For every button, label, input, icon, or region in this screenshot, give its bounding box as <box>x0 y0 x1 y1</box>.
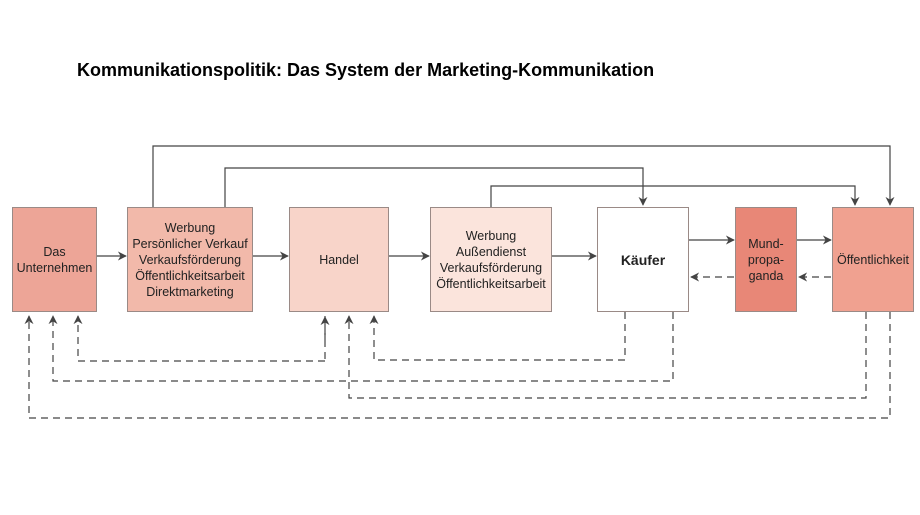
node-instrumente-line: Persönlicher Verkauf <box>132 236 248 251</box>
feedback-oeffentlichkeit-to-unternehmen <box>24 312 891 419</box>
bypass-instrumente-to-kaeufer <box>224 167 648 207</box>
node-instrumente-line: Verkaufsförderung <box>138 252 242 267</box>
node-oeffentlichkeit: Öffentlichkeit <box>832 207 914 312</box>
node-handel-line: Handel <box>319 252 359 267</box>
node-handel-label: Handel <box>319 252 359 268</box>
feedback-kaeufer-to-handel <box>369 312 626 361</box>
node-mundpropaganda-line: Mund- <box>748 236 784 251</box>
feedback-oeffentlichkeit-to-handel <box>344 312 867 399</box>
node-mundpropaganda-line: propa- <box>747 252 785 267</box>
node-kaeufer-line: Käufer <box>620 251 666 268</box>
node-unternehmen-line: Unternehmen <box>16 260 93 275</box>
node-handel: Handel <box>289 207 389 312</box>
node-instrumente-line: Direktmarketing <box>146 284 234 299</box>
feedback-handel-to-unternehmen <box>78 316 326 362</box>
bypass-instrumente-to-oeffentlichkeit <box>152 145 895 207</box>
node-mundpropaganda-line: ganda <box>748 268 784 283</box>
diagram-title: Kommunikationspolitik: Das System der Ma… <box>77 60 655 80</box>
node-oeffentlichkeit-line: Öffentlichkeit <box>836 252 910 267</box>
bypass-kanal2-to-oeffentlichkeit <box>490 185 860 207</box>
node-mundpropaganda-label: Mund-propa-ganda <box>748 236 784 284</box>
node-kanal2-line: Verkaufsförderung <box>439 260 543 275</box>
node-kanal2-line: Werbung <box>465 228 517 243</box>
node-oeffentlichkeit-label: Öffentlichkeit <box>837 252 909 268</box>
node-unternehmen-line: Das <box>43 244 66 259</box>
node-mundpropaganda: Mund-propa-ganda <box>735 207 797 312</box>
feedback-kaeufer-to-unternehmen <box>48 312 674 382</box>
node-instrumente-line: Öffentlichkeitsarbeit <box>135 268 245 283</box>
node-kaeufer-label: Käufer <box>621 252 665 268</box>
node-instrumente-line: Werbung <box>164 220 216 235</box>
node-kaeufer: Käufer <box>597 207 689 312</box>
node-kanal2-line: Außendienst <box>455 244 527 259</box>
node-kanal2-line: Öffentlichkeitsarbeit <box>436 276 546 291</box>
